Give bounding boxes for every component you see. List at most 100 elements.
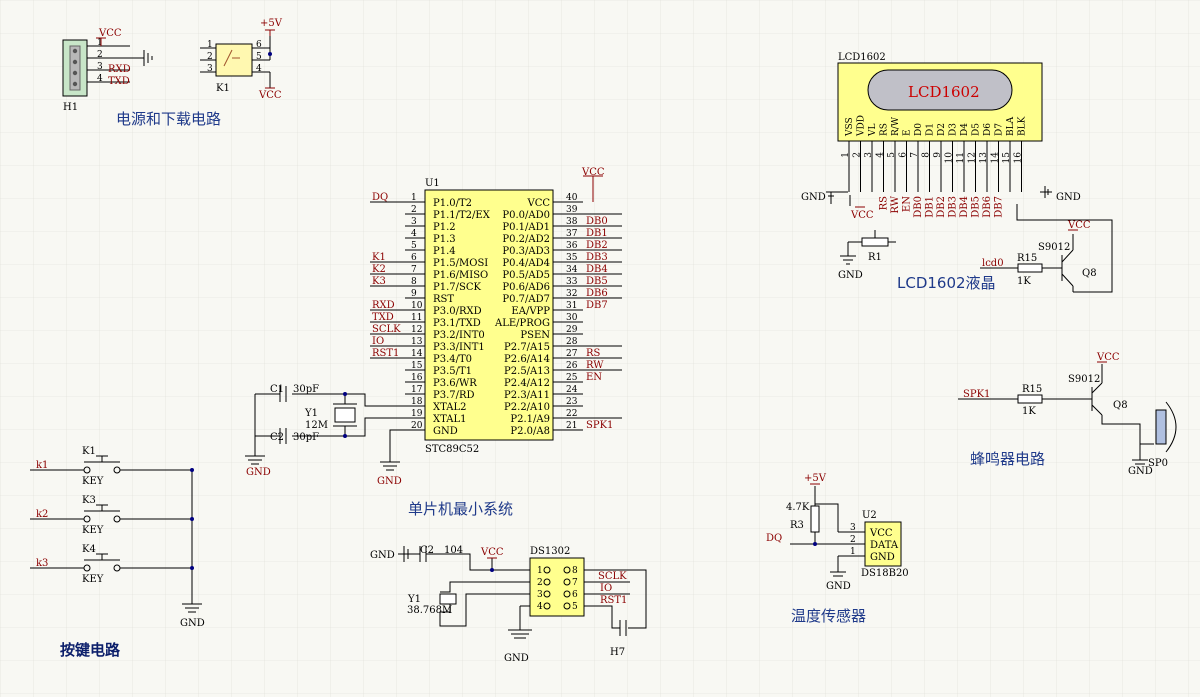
lcd-pin-name: VDD — [857, 115, 867, 137]
u1-net-label: RW — [586, 360, 604, 371]
u1-pin-number: 2 — [411, 205, 417, 215]
k1sw-pin-3: 3 — [207, 64, 213, 74]
u1-net-label: TXD — [372, 312, 394, 323]
u1-pin-name: P1.4 — [433, 246, 456, 257]
u1-gnd: GND — [377, 476, 402, 487]
lcd-r15v: 1K — [1017, 276, 1031, 287]
lcd-net-label: DB1 — [925, 196, 936, 218]
u1-pin-name: P0.5/AD5 — [502, 270, 550, 281]
u1-pin-name: P2.4/A12 — [504, 378, 550, 389]
ds1302-cap: C2 — [420, 545, 434, 556]
h1-pin-1: 1 — [97, 38, 103, 48]
u1-pin-number: 10 — [411, 301, 423, 311]
lcd-pin-number: 7 — [910, 152, 920, 158]
lcd-net-label: DB4 — [959, 196, 970, 218]
u1-net-label: EN — [586, 372, 602, 383]
lcd-pin-number: 11 — [956, 152, 966, 163]
ds1302-h: H7 — [610, 647, 625, 658]
lcd-vcc: VCC — [850, 210, 874, 221]
u1-pin-name: P0.7/AD7 — [502, 294, 550, 305]
switch-k1-power: 1 2 3 6 5 4 K1 +5V VCC — [200, 18, 283, 101]
lcd-pin-number: 14 — [991, 152, 1001, 164]
ds18b20-pin-name: DATA — [870, 540, 899, 551]
u1-pin-number: 18 — [411, 397, 423, 407]
lcd-gnd-left: GND — [801, 192, 826, 203]
h1-rxd: RXD — [108, 64, 131, 75]
u1-net-label: DB0 — [586, 216, 608, 227]
k1sw-pin-5: 5 — [256, 52, 262, 62]
ds1302-pin-left: 4 — [537, 602, 543, 612]
key-net: k2 — [36, 509, 48, 520]
c1-ref: C1 — [270, 384, 284, 395]
u1-pin-number: 37 — [566, 229, 578, 239]
u1-net-label: SPK1 — [586, 420, 613, 431]
lcd-pin-number: 5 — [887, 152, 897, 158]
title-power: 电源和下载电路 — [116, 110, 221, 128]
u1-pin-name: XTAL1 — [433, 414, 466, 425]
k1sw-pin-6: 6 — [256, 40, 262, 50]
u1-net-label: DB7 — [586, 300, 608, 311]
c2-ref: C2 — [270, 432, 284, 443]
key-label: KEY — [82, 476, 104, 487]
lcd-pin-number: 1 — [841, 152, 851, 158]
ds1302-pin-left: 3 — [537, 590, 543, 600]
k1sw-pin-2: 2 — [207, 52, 213, 62]
u1-pin-number: 27 — [566, 349, 578, 359]
u1-pin-number: 14 — [411, 349, 423, 359]
u1-pin-number: 8 — [411, 277, 417, 287]
u1-pin-number: 16 — [411, 373, 423, 383]
ds1302-ref: DS1302 — [530, 546, 570, 557]
u1-pin-number: 21 — [566, 421, 577, 431]
y1-val: 12M — [305, 420, 328, 431]
lcd-gnd-right: GND — [1056, 192, 1081, 203]
buzzer-circuit: SPK1 R15 1K S9012 Q8 VCC GND SP0 — [958, 352, 1177, 477]
lcd-net-label: DB0 — [913, 196, 924, 218]
lcd1602: LCD1602 LCD1602 VSS1VDD2VL3RS4R/W5E6D07D… — [801, 52, 1113, 293]
lcd-ref: LCD1602 — [838, 52, 886, 63]
title-mcu: 单片机最小系统 — [408, 500, 513, 518]
u1-pin-number: 1 — [411, 193, 417, 203]
lcd-pin-number: 6 — [899, 152, 909, 158]
u1-pin-name: P1.7/SCK — [433, 282, 482, 293]
lcd-q-part: S9012 — [1038, 242, 1070, 253]
lcd-pin-name: E — [903, 129, 913, 136]
u1-pin-name: P0.4/AD4 — [502, 258, 550, 269]
key-ref: K3 — [82, 495, 96, 506]
lcd-net-label: RS — [879, 196, 890, 211]
ds18b20-rv: 4.7K — [786, 502, 810, 513]
lcd-pin-number: 15 — [1002, 152, 1012, 164]
u1-pin-name: P2.5/A13 — [504, 366, 550, 377]
buzzer-sp: SP0 — [1148, 458, 1168, 469]
u1-pin-number: 22 — [566, 409, 577, 419]
u1-pin-name: GND — [433, 426, 458, 437]
u1-pin-name: P1.2 — [433, 222, 456, 233]
h1-pin-4: 4 — [97, 74, 103, 84]
u1-pin-number: 29 — [566, 325, 578, 335]
ds1302-gnd-bottom: GND — [504, 653, 529, 664]
buzzer-net: SPK1 — [963, 389, 990, 400]
u1-pin-name: P1.0/T2 — [433, 198, 472, 209]
key-net: k1 — [36, 460, 48, 471]
buzzer-vcc: VCC — [1096, 352, 1120, 363]
u1-pin-number: 13 — [411, 337, 423, 347]
u1-pin-name: P3.7/RD — [433, 390, 475, 401]
y1-ref: Y1 — [304, 408, 318, 419]
h1-txd: TXD — [108, 76, 130, 87]
ds18b20-gnd: GND — [826, 581, 851, 592]
lcd-pin-number: 9 — [933, 152, 943, 158]
lcd-pin-name: VL — [868, 124, 878, 137]
u1-pin-number: 25 — [566, 373, 578, 383]
u1-pin-number: 6 — [411, 253, 417, 263]
u1-pin-name: P2.3/A11 — [504, 390, 550, 401]
u1-net-label: K3 — [372, 276, 386, 287]
u1-net-label: IO — [372, 336, 384, 347]
title-temp: 温度传感器 — [791, 607, 866, 625]
lcd-pin-number: 10 — [945, 152, 955, 164]
u1-net-label: RXD — [372, 300, 395, 311]
u1-pin-number: 24 — [566, 385, 578, 395]
u1-net-label: DB6 — [586, 288, 608, 299]
ds1302-pin-right: 5 — [572, 602, 578, 612]
u1-pin-number: 26 — [566, 361, 578, 371]
buzzer-rv: 1K — [1022, 406, 1036, 417]
